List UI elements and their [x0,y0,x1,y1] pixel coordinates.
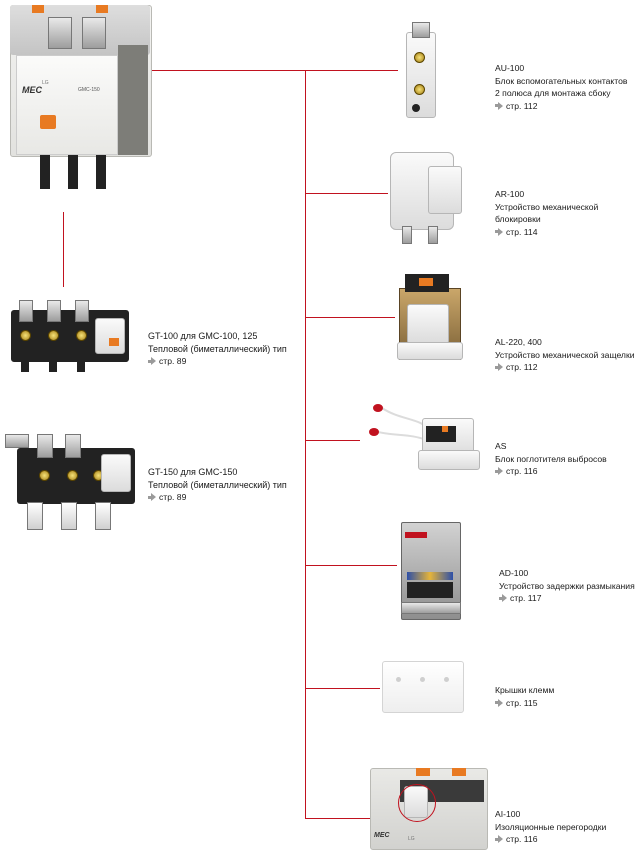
ad100-desc: Устройство задержки размыкания [499,580,635,591]
ar100-label: AR-100 Устройство механической блокировк… [495,188,598,238]
ai100-image: MEC LG [370,766,488,850]
connector-branch-ar [305,193,388,195]
relay-gt100-pageref[interactable]: стр. 89 [148,355,287,368]
main-lg-logo: LG [42,80,49,86]
ai-lg-logo: LG [408,836,415,842]
ai100-desc: Изоляционные перегородки [495,821,607,832]
au100-label: AU-100 Блок вспомогательных контактов 2 … [495,62,627,112]
ad100-pageref[interactable]: стр. 117 [499,592,635,605]
page-arrow-icon [148,357,156,366]
gt150-relay-image [3,430,137,530]
au100-desc2: 2 полюса для монтажа сбоку [495,88,611,98]
relay-gt150-pageref[interactable]: стр. 89 [148,491,287,504]
relay-gt100-desc: Тепловой (биметаллический) тип [148,343,287,354]
page-arrow-icon [499,594,507,603]
main-model-label: GMC-150 [78,87,100,93]
au100-image [398,22,444,122]
relay-gt100-label: GT-100 для GMC-100, 125 Тепловой (бимета… [148,330,287,368]
as-image [360,400,482,480]
au100-desc: Блок вспомогательных контактов [495,75,628,86]
covers-code: Крышки клемм [495,685,555,695]
covers-label: Крышки клемм стр. 115 [495,684,554,709]
relay-gt150-desc: Тепловой (биметаллический) тип [148,479,287,490]
relay-gt100-code: GT-100 для GMC-100, 125 [148,331,258,341]
al220-desc: Устройство механической защелки [495,349,635,360]
page-arrow-icon [495,363,503,372]
gt100-relay-image [3,296,135,374]
main-brand-logo: MEC [22,85,42,95]
connector-branch-ad [305,565,397,567]
as-pageref[interactable]: стр. 116 [495,465,607,478]
connector-branch-al [305,317,395,319]
ad100-code: AD-100 [499,568,529,578]
ad100-label: AD-100 Устройство задержки размыкания ст… [499,567,635,605]
al220-code: AL-220, 400 [495,337,542,347]
al220-pageref[interactable]: стр. 112 [495,361,635,374]
page-arrow-icon [148,493,156,502]
ar100-desc: Устройство механической [495,201,599,212]
ai100-label: AI-100 Изоляционные перегородки стр. 116 [495,808,606,846]
as-code: AS [495,441,507,451]
connector-branch-au [305,70,398,72]
page-arrow-icon [495,101,503,110]
ai-brand-logo: MEC [374,832,390,839]
page-arrow-icon [495,698,503,707]
page-arrow-icon [495,467,503,476]
main-contactor-image: MEC LG GMC-150 [10,5,152,190]
page-arrow-icon [495,835,503,844]
al220-image [395,272,465,364]
al220-label: AL-220, 400 Устройство механической заще… [495,336,635,374]
ar100-pageref[interactable]: стр. 114 [495,226,598,239]
au100-code: AU-100 [495,63,525,73]
relay-gt150-code: GT-150 для GMC-150 [148,467,238,477]
connector-relay-vertical [63,212,65,287]
connector-branch-ai [305,818,380,820]
connector-trunk [305,70,307,818]
connector-branch-as [305,440,360,442]
connector-main-horizontal [150,70,306,72]
terminal-covers-image [380,657,466,717]
ad100-image [397,518,463,622]
au100-pageref[interactable]: стр. 112 [495,100,627,113]
ai100-code: AI-100 [495,809,521,819]
as-desc: Блок поглотителя выбросов [495,453,607,464]
ar100-image [388,150,466,246]
page-arrow-icon [495,227,503,236]
as-label: AS Блок поглотителя выбросов стр. 116 [495,440,607,478]
ar100-desc2: блокировки [495,214,541,224]
relay-gt150-label: GT-150 для GMC-150 Тепловой (биметалличе… [148,466,287,504]
ai100-pageref[interactable]: стр. 116 [495,833,606,846]
ar100-code: AR-100 [495,189,525,199]
connector-branch-covers [305,688,380,690]
covers-pageref[interactable]: стр. 115 [495,697,554,710]
